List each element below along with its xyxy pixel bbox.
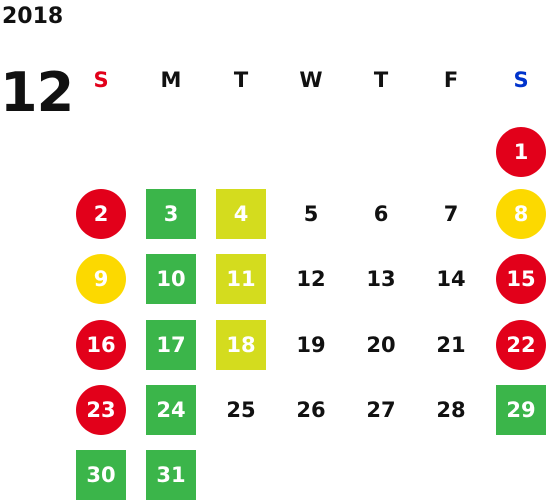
weekday-wednesday: W: [299, 68, 323, 92]
calendar-day-1[interactable]: 1: [496, 127, 546, 177]
calendar-day-30[interactable]: 30: [76, 450, 126, 500]
calendar-day-12[interactable]: 12: [296, 267, 326, 291]
calendar-day-15[interactable]: 15: [496, 254, 546, 304]
calendar-day-28[interactable]: 28: [436, 398, 466, 422]
calendar-day-20[interactable]: 20: [366, 333, 396, 357]
calendar-day-5[interactable]: 5: [303, 202, 319, 226]
calendar-day-29[interactable]: 29: [496, 385, 546, 435]
calendar-day-31[interactable]: 31: [146, 450, 196, 500]
calendar-day-10[interactable]: 10: [146, 254, 196, 304]
calendar-day-14[interactable]: 14: [436, 267, 466, 291]
weekday-monday: M: [160, 68, 182, 92]
calendar-day-19[interactable]: 19: [296, 333, 326, 357]
calendar-year: 2018: [2, 4, 64, 29]
calendar-day-18[interactable]: 18: [216, 320, 266, 370]
weekday-sunday: S: [93, 68, 109, 92]
calendar-month: 12: [0, 61, 74, 124]
weekday-friday: F: [443, 68, 459, 92]
calendar-day-3[interactable]: 3: [146, 189, 196, 239]
calendar-day-7[interactable]: 7: [443, 202, 459, 226]
calendar-day-22[interactable]: 22: [496, 320, 546, 370]
calendar-day-16[interactable]: 16: [76, 320, 126, 370]
weekday-saturday: S: [513, 68, 529, 92]
calendar-day-4[interactable]: 4: [216, 189, 266, 239]
calendar-day-24[interactable]: 24: [146, 385, 196, 435]
calendar-day-27[interactable]: 27: [366, 398, 396, 422]
calendar-day-17[interactable]: 17: [146, 320, 196, 370]
weekday-tuesday: T: [233, 68, 249, 92]
calendar-day-8[interactable]: 8: [496, 189, 546, 239]
calendar-day-23[interactable]: 23: [76, 385, 126, 435]
calendar-day-26[interactable]: 26: [296, 398, 326, 422]
weekday-thursday: T: [373, 68, 389, 92]
calendar-day-2[interactable]: 2: [76, 189, 126, 239]
calendar-day-13[interactable]: 13: [366, 267, 396, 291]
calendar-day-21[interactable]: 21: [436, 333, 466, 357]
calendar-day-9[interactable]: 9: [76, 254, 126, 304]
calendar-day-11[interactable]: 11: [216, 254, 266, 304]
calendar-day-25[interactable]: 25: [226, 398, 256, 422]
calendar-day-6[interactable]: 6: [373, 202, 389, 226]
